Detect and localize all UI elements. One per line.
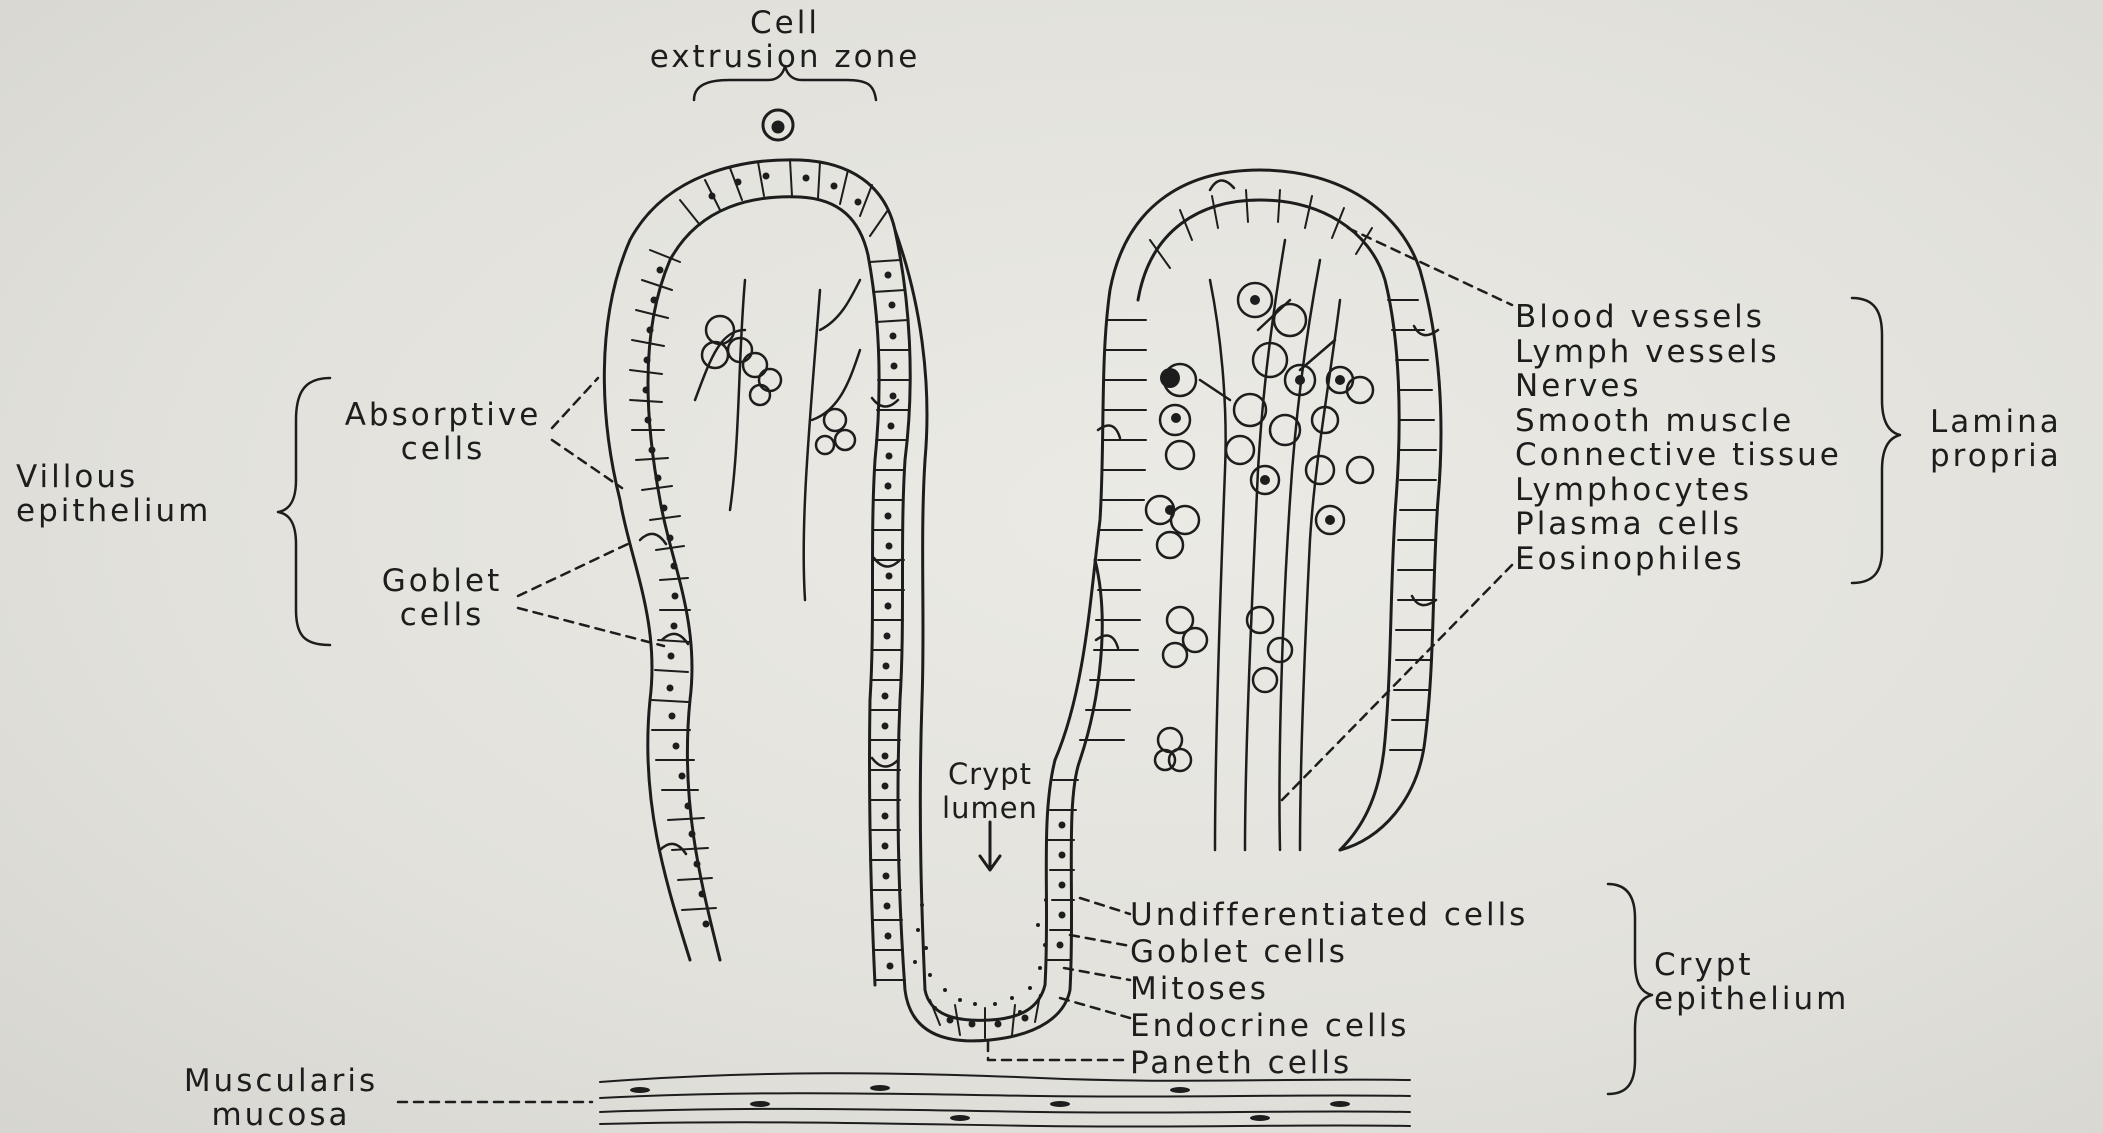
- right-villus-goblets: [1096, 180, 1438, 648]
- eosinophiles-leader: [1282, 565, 1512, 800]
- left-villus: [604, 110, 1102, 1041]
- absorptive-leader-1: [552, 378, 598, 428]
- lamina-line-1: Lamina: [1930, 405, 2062, 439]
- goblet-line-2: cells: [362, 598, 522, 632]
- crypt-epi-line-1: Crypt: [1654, 948, 1849, 982]
- crypt-cells-list: Undifferentiated cells Goblet cells Mito…: [1130, 897, 1528, 1082]
- lamina-item: Plasma cells: [1515, 507, 1842, 542]
- endocrine-leader: [1060, 998, 1130, 1018]
- crypt-granules: [913, 898, 1048, 1014]
- absorptive-line-1: Absorptive: [328, 398, 558, 432]
- mitoses-leader: [1064, 968, 1130, 980]
- right-villus: [1055, 170, 1441, 850]
- paneth-leader: [988, 1042, 1125, 1060]
- villous-epithelium-label: Villous epithelium: [16, 460, 211, 528]
- crypt-item: Mitoses: [1130, 971, 1528, 1008]
- lamina-item: Nerves: [1515, 369, 1842, 404]
- goblet-leader-2: [518, 608, 664, 646]
- villous-line-2: epithelium: [16, 494, 211, 528]
- muscularis-mucosa-label: Muscularis mucosa: [150, 1064, 412, 1132]
- lamina-item: Lymphocytes: [1515, 473, 1842, 508]
- extruding-cell-nucleus: [773, 122, 783, 132]
- undiff-leader: [1080, 898, 1130, 914]
- lamina-vessels: [1200, 240, 1340, 850]
- lamina-item: Lymph vessels: [1515, 335, 1842, 370]
- muscularis-line-1: Muscularis: [150, 1064, 412, 1098]
- crypt-lumen-label: Crypt lumen: [930, 757, 1050, 825]
- goblet-cells-label: Goblet cells: [362, 564, 522, 632]
- goblet-cell-shapes: [640, 398, 900, 854]
- crypt-item: Goblet cells: [1130, 934, 1528, 971]
- crypt-item: Paneth cells: [1130, 1045, 1528, 1082]
- cell-extrusion-zone-label: Cell extrusion zone: [620, 6, 950, 74]
- goblet-leader-1: [518, 542, 632, 596]
- crypt-item: Endocrine cells: [1130, 1008, 1528, 1045]
- villous-line-1: Villous: [16, 460, 211, 494]
- crypt-item: Undifferentiated cells: [1130, 897, 1528, 934]
- left-villus-second-wall: [895, 230, 1055, 1020]
- goblet-crypt-leader: [1070, 935, 1130, 946]
- right-villus-inner-wall: [1138, 200, 1399, 850]
- lamina-propria-label: Lamina propria: [1930, 405, 2062, 473]
- muscularis-line-2: mucosa: [150, 1098, 412, 1132]
- lamina-cells: [1146, 283, 1373, 771]
- cell-extrusion-line-2: extrusion zone: [620, 40, 950, 74]
- crypt-lumen-arrow: [980, 822, 1000, 870]
- goblet-line-1: Goblet: [362, 564, 522, 598]
- lamina-line-2: propria: [1930, 439, 2062, 473]
- lamina-item: Eosinophiles: [1515, 542, 1842, 577]
- blood-vessels-leader: [1348, 228, 1512, 305]
- lamina-propria-brace: [1852, 298, 1900, 583]
- crypt-lumen-line-2: lumen: [930, 791, 1050, 825]
- cell-extrusion-line-1: Cell: [620, 6, 950, 40]
- crypt-epi-line-2: epithelium: [1654, 982, 1849, 1016]
- crypt-lumen-line-1: Crypt: [930, 757, 1050, 791]
- absorptive-cells-label: Absorptive cells: [328, 398, 558, 466]
- lamina-item: Smooth muscle: [1515, 404, 1842, 439]
- crypt-epithelium-label: Crypt epithelium: [1654, 948, 1849, 1016]
- left-villus-vessels: [695, 280, 860, 600]
- villous-epithelium-brace: [278, 378, 330, 645]
- lamina-propria-list: Blood vessels Lymph vessels Nerves Smoot…: [1515, 300, 1842, 576]
- lamina-item: Connective tissue: [1515, 438, 1842, 473]
- crypt-epithelium-brace: [1608, 884, 1652, 1094]
- lamina-item: Blood vessels: [1515, 300, 1842, 335]
- absorptive-line-2: cells: [328, 432, 558, 466]
- left-villus-inner-wall: [648, 197, 879, 985]
